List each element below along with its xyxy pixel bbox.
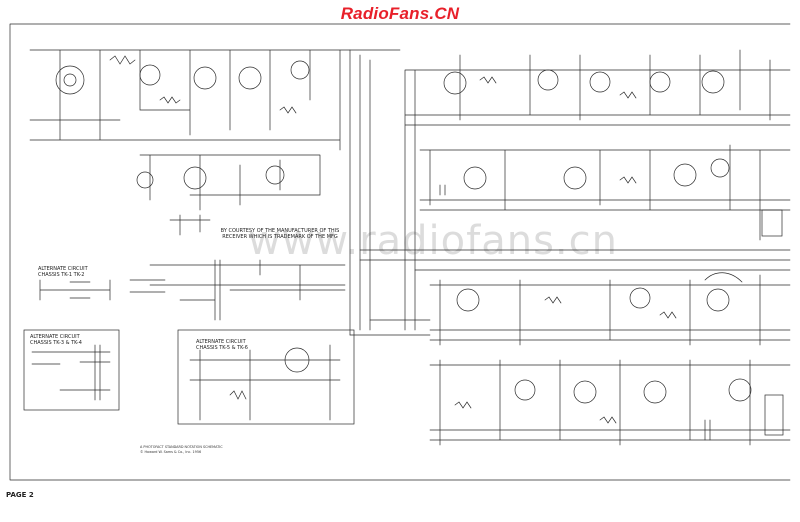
sheet-frame <box>9 23 791 481</box>
tube-symbol <box>629 287 651 309</box>
bus-line <box>349 49 371 336</box>
tube-symbol <box>537 69 559 91</box>
tube-symbol <box>463 166 487 190</box>
crystal-socket-symbol <box>136 171 154 189</box>
alternate-circuit-note-1: ALTERNATE CIRCUIT CHASSIS TK-1 TK-2 <box>38 266 88 278</box>
site-title: RadioFans.CN <box>340 4 460 23</box>
band-switch-symbol <box>55 65 85 95</box>
tube-symbol <box>673 163 697 187</box>
component-box <box>761 209 783 237</box>
tube-symbol <box>456 288 480 312</box>
courtesy-note: BY COURTESY OF THE MANUFACTURER OF THIS … <box>220 228 340 240</box>
watermark-text: www.radiofans.cn <box>248 218 618 264</box>
tube-symbol <box>238 66 262 90</box>
tube-symbol <box>728 378 752 402</box>
tube-symbol <box>706 288 730 312</box>
alternate-circuit-note-2: ALTERNATE CIRCUIT CHASSIS TK-3 & TK-4 <box>30 334 82 346</box>
output-transformer-symbol <box>764 394 784 436</box>
tube-symbol <box>193 66 217 90</box>
alternate-circuit-note-3: ALTERNATE CIRCUIT CHASSIS TK-5 & TK-6 <box>196 339 248 351</box>
tube-symbol <box>514 379 536 401</box>
tube-symbol <box>643 380 667 404</box>
alternate-circuit-box <box>23 329 120 411</box>
tube-symbol <box>290 60 310 80</box>
tube-symbol <box>443 71 467 95</box>
page-label: PAGE 2 <box>6 491 34 499</box>
tube-symbol <box>563 166 587 190</box>
tube-symbol <box>573 380 597 404</box>
tube-symbol <box>649 71 671 93</box>
tube-symbol <box>710 158 730 178</box>
tube-symbol <box>701 70 725 94</box>
alternate-circuit-box <box>177 329 355 425</box>
tube-symbol <box>589 71 611 93</box>
tube-symbol <box>265 165 285 185</box>
footer-credit: A PHOTOFACT STANDARD NOTATION SCHEMATIC … <box>140 445 223 454</box>
tube-symbol <box>183 166 207 190</box>
tube-symbol <box>139 64 161 86</box>
